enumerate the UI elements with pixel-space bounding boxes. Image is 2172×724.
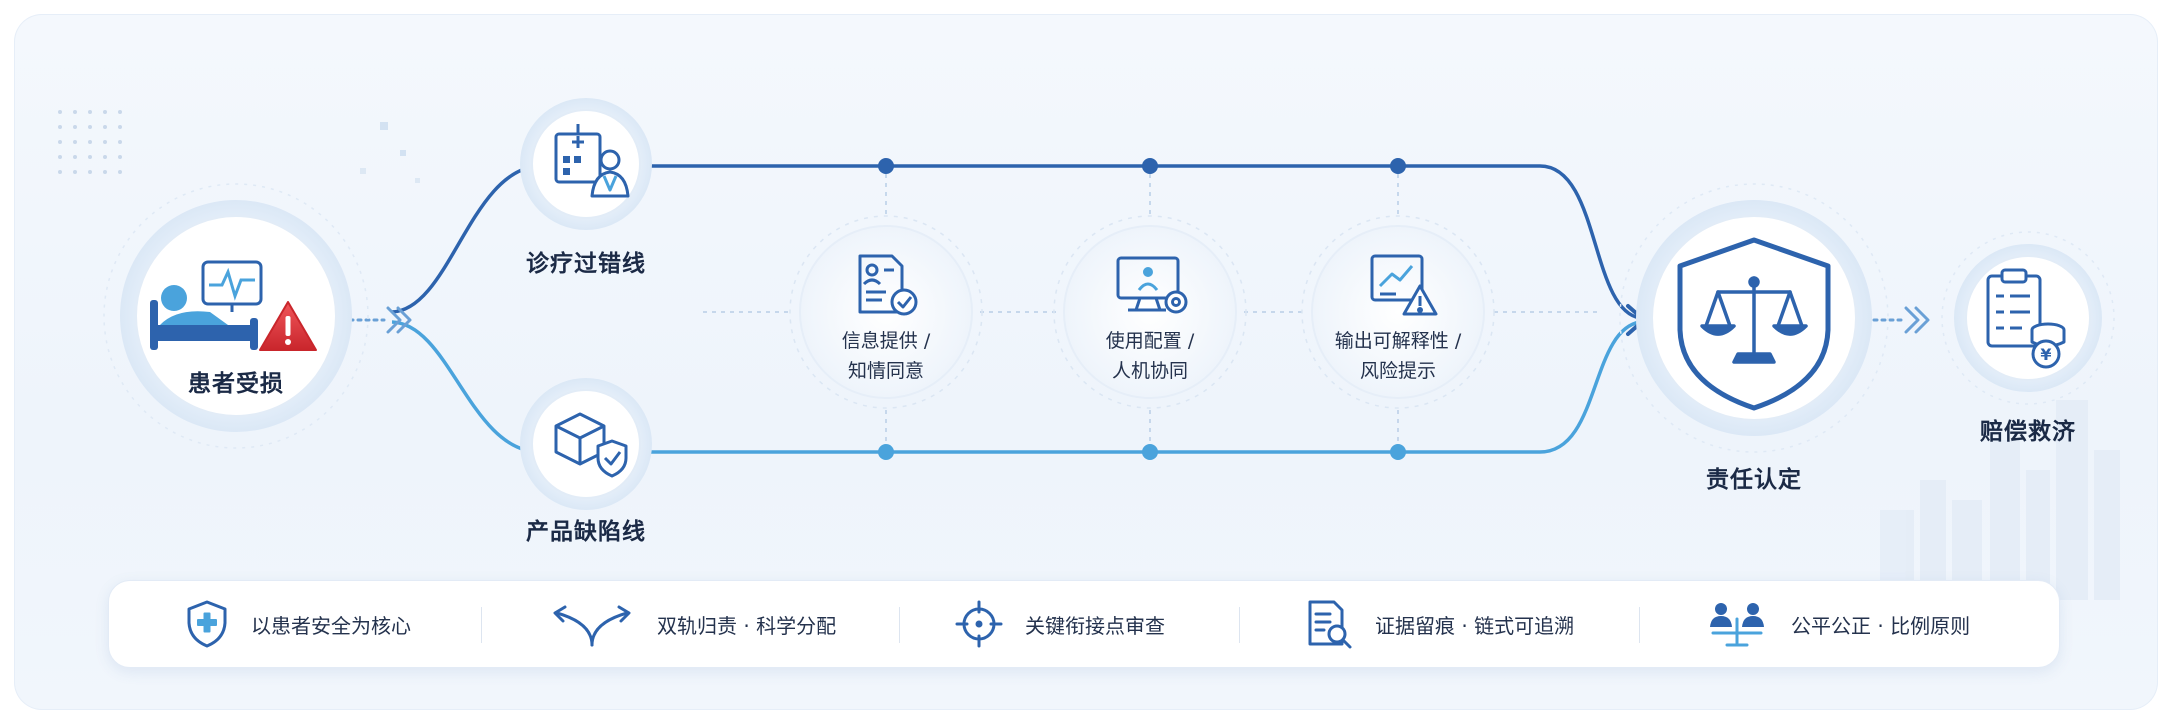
checkpoint-3-line1: 输出可解释性 /: [1334, 330, 1462, 352]
patient-bed-icon: [150, 260, 263, 350]
compensation-node: [1941, 231, 2115, 405]
lower-track-dots: [878, 444, 1406, 460]
patient-node: [103, 183, 369, 449]
checkpoint-connectors: [700, 174, 1600, 444]
chart-warning-icon: [1370, 254, 1438, 316]
checkpoint-label-2: 使用配置 / 人机协同: [1106, 326, 1194, 386]
crosshair-icon: [955, 600, 1003, 648]
people-balance-icon: [1710, 603, 1764, 647]
liability-label: 责任认定: [1706, 467, 1802, 493]
principle-text-1: 以患者安全为核心: [251, 613, 411, 638]
checkpoint-3-line2: 风险提示: [1359, 360, 1437, 382]
principle-item-4: 证据留痕 · 链式可追溯: [1305, 581, 1574, 667]
principles-bar: 以患者安全为核心 双轨归责 · 科学分配 关键衔接点审查: [108, 580, 2060, 668]
checkpoint-label-3: 输出可解释性 / 风险提示: [1335, 326, 1461, 386]
checkpoint-label-1: 信息提供 / 知情同意: [842, 326, 930, 386]
warning-icon: [259, 301, 317, 351]
divider: [1239, 607, 1240, 643]
principle-item-2: 双轨归责 · 科学分配: [549, 581, 836, 667]
shield-scale-icon: [1677, 237, 1831, 411]
divider: [481, 607, 482, 643]
principle-item-1: 以患者安全为核心: [185, 581, 411, 667]
principle-text-3: 关键衔接点审查: [1025, 613, 1165, 638]
hospital-doctor-icon: [554, 124, 630, 198]
product-line-label: 产品缺陷线: [526, 519, 646, 545]
divider: [1639, 607, 1640, 643]
split-arrow-icon: [348, 306, 412, 334]
medical-line-label: 诊疗过错线: [526, 251, 646, 277]
upper-track-dots: [878, 158, 1406, 174]
computer-gear-icon: [1116, 256, 1188, 314]
divider: [899, 607, 900, 643]
principle-text-5: 公平公正 · 比例原则: [1791, 613, 1971, 638]
shield-plus-icon: [187, 600, 227, 648]
svg-text:¥: ¥: [2040, 345, 2051, 364]
checkpoint-1-line2: 知情同意: [847, 360, 925, 382]
principle-item-5: 公平公正 · 比例原则: [1705, 581, 1970, 667]
checkpoint-2-line2: 人机协同: [1111, 360, 1189, 382]
package-shield-icon: [554, 412, 628, 478]
medical-node: [520, 98, 652, 230]
checkpoint-2-line1: 使用配置 /: [1105, 330, 1195, 352]
to-compensation-arrow-icon: [1872, 306, 1930, 334]
consent-document-icon: [858, 254, 918, 316]
checkpoint-node-2: [1053, 215, 1247, 409]
product-node: [520, 378, 652, 510]
principle-text-2: 双轨归责 · 科学分配: [657, 613, 837, 638]
split-arrows-icon: [553, 605, 631, 647]
decor-dot-grid: [58, 110, 420, 183]
clipboard-coin-icon: ¥: [1986, 268, 2066, 369]
document-search-icon: [1308, 600, 1352, 649]
principle-text-4: 证据留痕 · 链式可追溯: [1375, 613, 1575, 638]
checkpoint-1-line1: 信息提供 /: [841, 330, 931, 352]
checkpoint-node-3: [1301, 215, 1495, 409]
principle-item-3: 关键衔接点审查: [955, 581, 1165, 667]
patient-label: 患者受损: [188, 371, 284, 397]
compensation-label: 赔偿救济: [1980, 419, 2076, 445]
